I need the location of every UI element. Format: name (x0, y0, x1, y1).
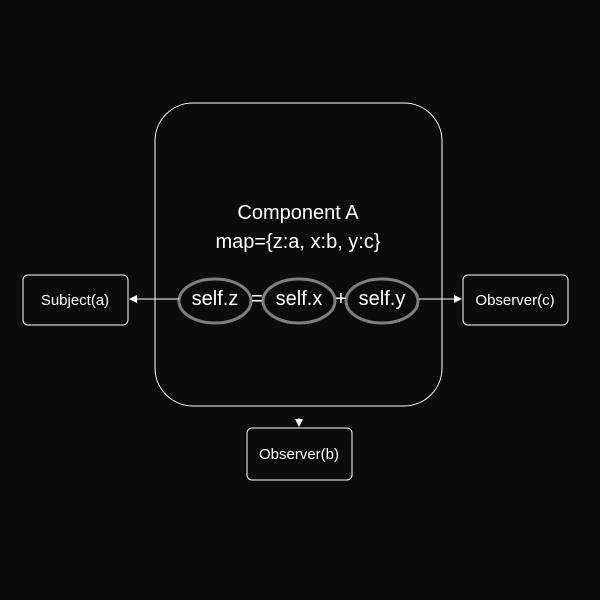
observer-c-box[interactable] (462, 274, 569, 326)
observer-b-box[interactable] (246, 427, 353, 481)
ellipse-self-x[interactable] (261, 277, 337, 325)
ellipse-self-y[interactable] (344, 277, 420, 325)
subject-a-box[interactable] (22, 274, 129, 326)
expr-self-y: self.y (359, 288, 406, 310)
component-title: Component A (237, 202, 359, 224)
expr-self-z: self.z (192, 288, 239, 310)
observer-b-label: Observer(b) (259, 446, 339, 463)
expr-self-x: self.x (276, 288, 323, 310)
expr-equals: = (251, 288, 263, 310)
ellipse-self-z[interactable] (177, 277, 253, 325)
subject-a-label: Subject(a) (41, 292, 109, 309)
observer-c-label: Observer(c) (475, 292, 554, 309)
expr-plus: + (335, 288, 347, 310)
component-map: map={z:a, x:b, y:c} (215, 231, 380, 253)
component-a-box[interactable] (154, 102, 443, 407)
